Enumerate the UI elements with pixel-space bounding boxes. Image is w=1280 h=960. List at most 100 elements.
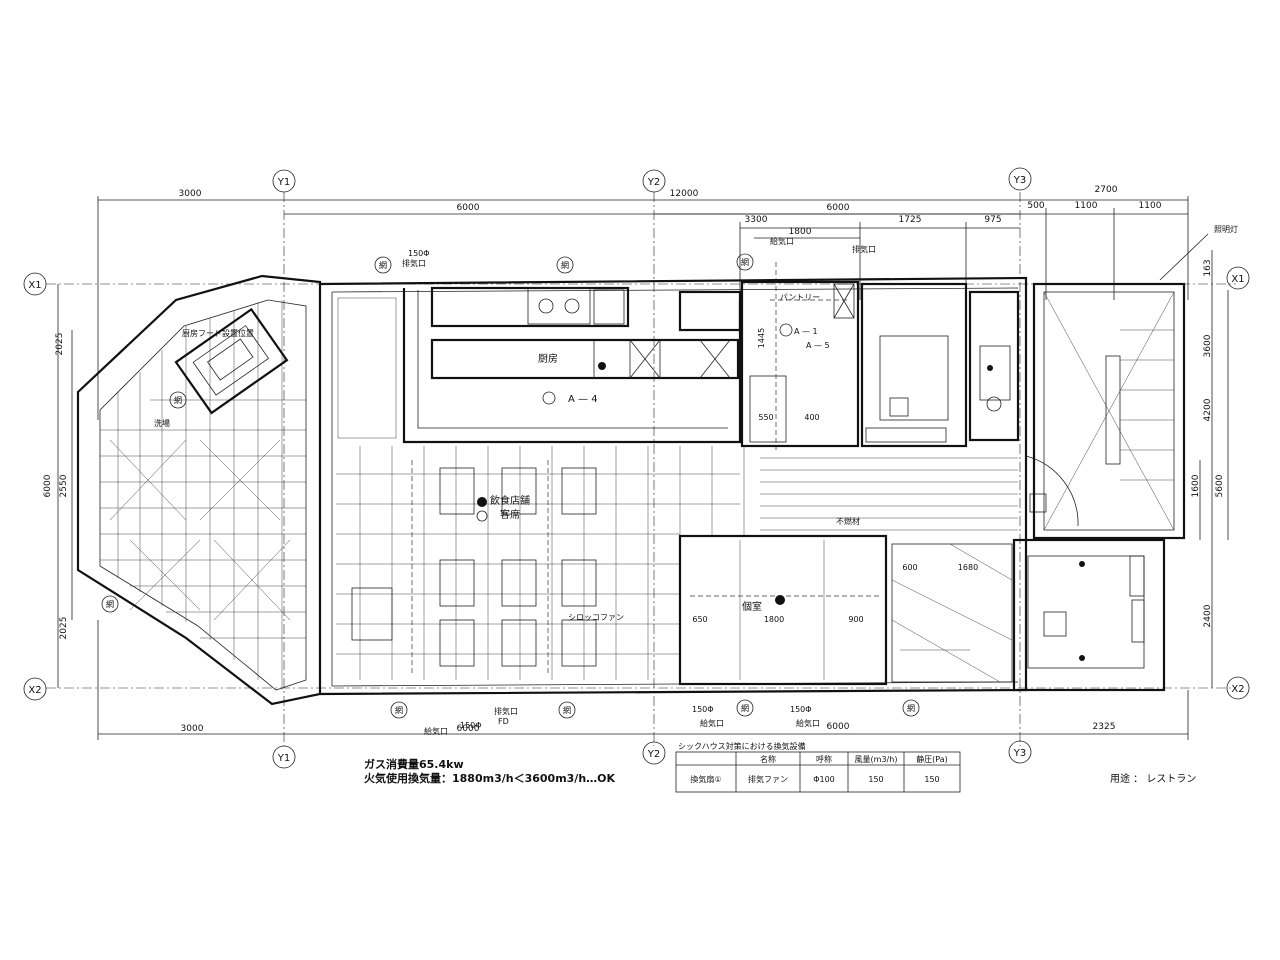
ventilation-table — [675, 751, 961, 793]
label-private-room: 個室 — [742, 600, 762, 613]
dim-top-1800: 1800 — [789, 227, 812, 237]
svg-text:X2: X2 — [1231, 684, 1244, 695]
dim-inner-600: 600 — [902, 563, 917, 572]
dim-top-3000: 3000 — [179, 189, 202, 199]
dim-top-6000a: 6000 — [457, 203, 480, 213]
svg-text:Y1: Y1 — [277, 753, 290, 764]
dim-top-1725: 1725 — [899, 215, 922, 225]
svg-text:Y3: Y3 — [1013, 175, 1026, 186]
svg-text:Y1: Y1 — [277, 177, 290, 188]
net-marker-label: 網 — [907, 703, 915, 713]
label-kitchen: 厨房 — [538, 352, 558, 365]
dim-inner-1800: 1800 — [764, 615, 784, 624]
axis-bubble-y1-top: Y1 — [272, 169, 296, 193]
dim-top-975: 975 — [984, 215, 1001, 225]
dining-tables — [351, 467, 597, 667]
label-a1: A — 1 — [794, 327, 818, 336]
label-lighting: 照明灯 — [1214, 224, 1238, 234]
axis-grid-lines — [46, 192, 1236, 746]
table-caption: シックハウス対策における換気設備 — [678, 741, 806, 751]
net-marker-label: 網 — [379, 260, 387, 270]
label-non-flammable: 不燃材 — [836, 516, 860, 526]
dim-right-1600: 1600 — [1191, 474, 1201, 497]
light-fixture-private — [775, 595, 785, 605]
label-guest-seats: 客席 — [500, 508, 520, 521]
table-header-size: 呼称 — [816, 754, 832, 764]
dim-right-4200: 4200 — [1203, 398, 1213, 421]
dim-right-3600: 3600 — [1203, 334, 1213, 357]
label-bottom-150-c: 150Φ — [790, 705, 812, 714]
label-exhaust-port-top: 排気口 — [402, 258, 426, 268]
dim-top-12000: 12000 — [670, 189, 699, 199]
label-bottom-150-a: 150Φ — [460, 721, 482, 730]
svg-text:X2: X2 — [28, 685, 41, 696]
table-header-airflow: 風量(m3/h) — [855, 755, 898, 764]
light-fixture-dining — [477, 497, 487, 507]
dim-left-2025a: 2025 — [55, 333, 65, 356]
axis-bubble-y1-bottom: Y1 — [272, 745, 296, 769]
dim-top-1100b: 1100 — [1139, 201, 1162, 211]
net-marker-label: 網 — [561, 260, 569, 270]
note-usage: 用途 ： レストラン — [1110, 772, 1196, 785]
dim-right-163: 163 — [1203, 259, 1213, 276]
svg-text:Y2: Y2 — [647, 177, 660, 188]
label-bottom-exhaust: 排気口 — [494, 706, 518, 716]
net-marker-label: 網 — [741, 257, 749, 267]
table-cell: 150 — [924, 775, 939, 784]
label-washroom: 洗場 — [154, 418, 170, 428]
net-marker-label: 網 — [174, 395, 182, 405]
table-cell: 換気扇① — [690, 774, 721, 784]
dim-inner-1680: 1680 — [958, 563, 978, 572]
label-sirocco: シロッコファン — [568, 613, 624, 622]
table-header-pressure: 静圧(Pa) — [916, 754, 948, 764]
table-cell: 150 — [868, 775, 883, 784]
top-dimension-lines — [97, 196, 1189, 420]
axis-bubble-y3-bottom: Y3 — [1008, 740, 1032, 764]
kitchen-hood — [174, 307, 289, 415]
dim-left-6000: 6000 — [43, 474, 53, 497]
axis-bubble-y3-top: Y3 — [1008, 167, 1032, 191]
dim-right-5600: 5600 — [1215, 474, 1225, 497]
dim-bottom-2325: 2325 — [1093, 722, 1116, 732]
dim-inner-900: 900 — [848, 615, 863, 624]
label-hood-position: 厨房フード設置位置 — [182, 328, 254, 338]
net-markers — [101, 253, 920, 719]
private-room — [678, 534, 1013, 686]
label-supply-port-top: 給気口 — [770, 236, 794, 246]
label-eating-area: 飲食店舗 — [490, 494, 530, 507]
label-bottom-supply-b: 給気口 — [700, 718, 724, 728]
label-bottom-supply-a: 給気口 — [424, 726, 448, 736]
label-fd: FD — [498, 717, 509, 726]
toilet-rooms — [860, 282, 1020, 448]
axis-bubble-x2-left: X2 — [23, 677, 47, 701]
hood-symbol-a1 — [779, 323, 793, 337]
label-a4: A — 4 — [568, 394, 598, 405]
table-cell: Φ100 — [813, 775, 835, 784]
east-room — [1012, 538, 1166, 692]
dim-bottom-6000b: 6000 — [827, 722, 850, 732]
side-dimension-lines — [57, 250, 1229, 688]
svg-text:Y2: Y2 — [647, 749, 660, 760]
svg-text:X1: X1 — [1231, 274, 1244, 285]
main-building-outline — [319, 276, 1028, 696]
table-header-name: 名称 — [760, 754, 776, 764]
smoke-detector-dining — [476, 510, 488, 522]
net-marker-label: 網 — [563, 705, 571, 715]
dim-top-500: 500 — [1027, 201, 1044, 211]
dim-bottom-6000a: 6000 — [457, 724, 480, 734]
east-stair — [1032, 233, 1209, 540]
hood-symbol-a4 — [542, 391, 556, 405]
svg-text:Y3: Y3 — [1013, 748, 1026, 759]
corridor-deck — [760, 455, 1079, 531]
note-ventilation: 火気使用換気量：1880m3/h＜3600m3/h…OK — [364, 771, 616, 785]
bottom-dimension-lines — [97, 620, 1189, 740]
dim-top-1100a: 1100 — [1075, 201, 1098, 211]
label-a5: A — 5 — [806, 341, 830, 350]
dim-left-2550: 2550 — [59, 474, 69, 497]
net-marker-label: 網 — [106, 599, 114, 609]
light-fixture — [598, 362, 606, 370]
axis-bubble-y2-bottom: Y2 — [642, 741, 666, 765]
dim-inner-650: 650 — [692, 615, 707, 624]
dim-left-2025b: 2025 — [59, 617, 69, 640]
